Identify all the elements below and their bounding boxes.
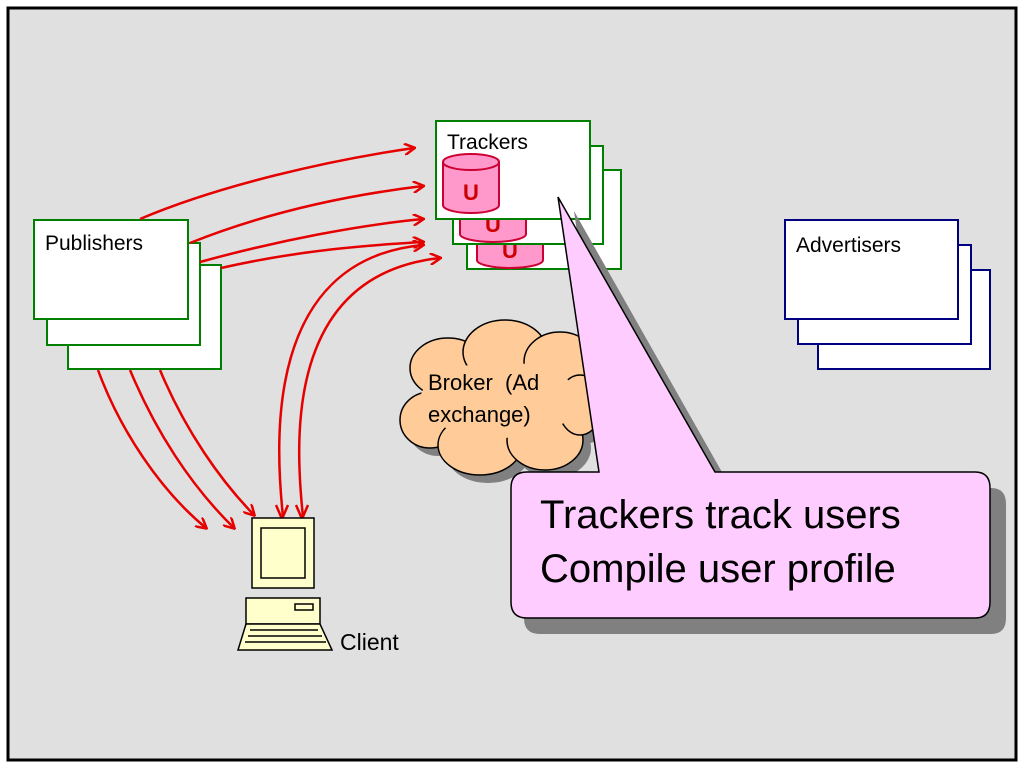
- arrow-publisher-client-1: [96, 369, 206, 528]
- arrow-client-tracker-1: [277, 245, 423, 518]
- client-computer-icon: [236, 517, 334, 651]
- publishers-label: Publishers: [45, 232, 143, 255]
- publisher-tracker-arrows: [139, 148, 423, 270]
- arrow-publisher-tracker-1: [139, 148, 414, 221]
- broker-label-line2: exchange): [428, 402, 531, 427]
- tracker-db-icon: U: [442, 153, 500, 214]
- tracker-callout: Trackers track users Compile user profil…: [510, 196, 1006, 634]
- arrow-publisher-tracker-3: [199, 219, 423, 264]
- arrow-publisher-client-3: [158, 369, 254, 515]
- arrow-client-tracker-2: [297, 258, 440, 518]
- callout-line1: Trackers track users: [540, 493, 901, 537]
- publishers-box: [33, 219, 189, 320]
- client-tracker-arrows: [277, 245, 440, 518]
- arrow-publisher-tracker-4: [220, 242, 423, 270]
- advertisers-box: [784, 219, 959, 320]
- broker-label-line1: Broker (Ad: [428, 370, 539, 395]
- arrow-publisher-client-2: [128, 369, 234, 528]
- client-label: Client: [340, 629, 399, 655]
- callout-line2: Compile user profile: [540, 547, 896, 591]
- advertisers-label: Advertisers: [796, 234, 901, 257]
- publishers-stack: Publishers: [33, 219, 222, 370]
- arrow-publisher-tracker-2: [189, 186, 423, 245]
- publisher-client-arrows: [96, 369, 283, 528]
- trackers-stack: U U Trackers U: [435, 120, 622, 270]
- advertisers-stack: Advertisers: [784, 219, 991, 370]
- trackers-label: Trackers: [447, 131, 528, 154]
- tracker-db-letter: U: [463, 180, 479, 205]
